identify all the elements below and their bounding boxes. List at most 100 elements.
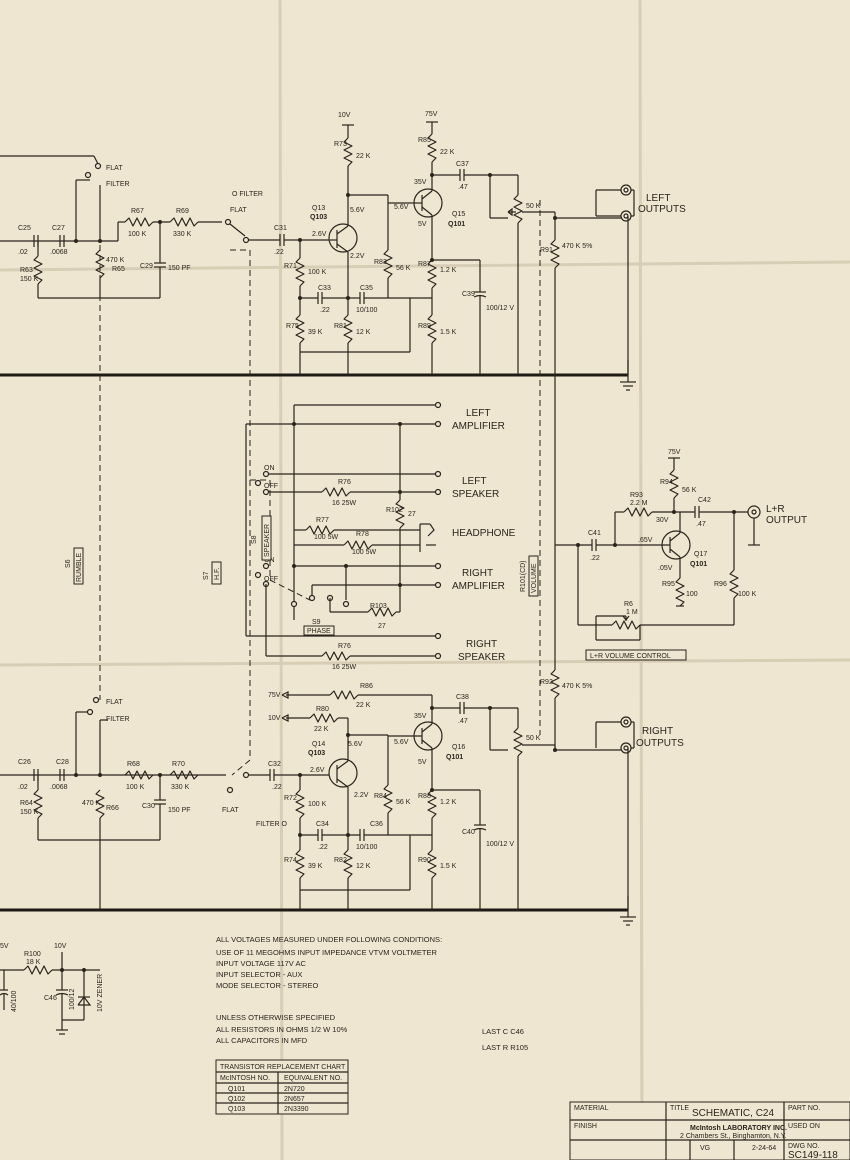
label-r76a: R76 <box>338 479 351 486</box>
label-c39: C39 <box>462 291 475 298</box>
label-r66: R66 <box>106 805 119 812</box>
label-bottom-22v: 2.2V <box>354 792 369 799</box>
label-r74-val: 39 K <box>308 863 323 870</box>
label-r65-val: 470 K <box>106 257 125 264</box>
label-r101: R101(CD) <box>520 560 527 592</box>
label-r76b: R76 <box>338 643 351 650</box>
tb-dwg-no-label: DWG NO. <box>788 1143 820 1150</box>
label-r81: R81 <box>334 323 347 330</box>
label-c41: C41 <box>588 530 601 537</box>
label-pot-top: 50 K <box>526 203 541 210</box>
label-s6: S6 <box>65 559 72 568</box>
label-c27: C27 <box>52 225 65 232</box>
label-c38: C38 <box>456 694 469 701</box>
label-r89: R89 <box>418 323 431 330</box>
label-r68: R68 <box>127 761 140 768</box>
label-bottom-26v: 2.6V <box>310 767 325 774</box>
tb-title-label: TITLE <box>670 1105 689 1112</box>
chart-row1-b: 2N720 <box>284 1086 305 1093</box>
label-r102-val: 27 <box>408 511 416 518</box>
label-bottom-56v-b: 5.6V <box>394 739 409 746</box>
label-r73: R73 <box>334 141 347 148</box>
label-lr-output-1: L+R <box>766 504 785 515</box>
spec-line-3: ALL CAPACITORS IN MFD <box>216 1036 308 1045</box>
label-r78: R78 <box>356 531 369 538</box>
label-c25: C25 <box>18 225 31 232</box>
chart-row3-b: 2N3390 <box>284 1106 309 1113</box>
label-s9: S9 <box>312 619 321 626</box>
note-last-c: LAST C C46 <box>482 1027 524 1036</box>
chart-row2-b: 2N657 <box>284 1096 305 1103</box>
label-bottom-75v: 75V <box>268 692 281 699</box>
label-30v: 30V <box>656 517 669 524</box>
label-q17: Q17 <box>694 551 707 558</box>
rumble-box <box>73 547 84 585</box>
tb-dwg-no: SC149-118 <box>788 1150 838 1160</box>
label-r80-val: 22 K <box>314 726 329 733</box>
label-bottom-35v: 35V <box>414 713 427 720</box>
label-r76a-val: 16 25W <box>332 500 357 507</box>
label-r84-val: 56 K <box>396 799 411 806</box>
label-c32: C32 <box>268 761 281 768</box>
tb-drawn: VG <box>700 1145 710 1152</box>
label-26v: 2.6V <box>312 231 327 238</box>
label-r78-val: 100 5W <box>352 549 377 556</box>
label-q103: Q103 <box>310 214 327 221</box>
label-r85-val: 22 K <box>440 149 455 156</box>
label-r93-val: 2.2 M <box>630 500 648 507</box>
label-left-speaker-2: SPEAKER <box>452 489 499 500</box>
label-c29-val: 150 PF <box>168 265 191 272</box>
label-r77-val: 100 5W <box>314 534 339 541</box>
label-005v: .05V <box>658 565 673 572</box>
label-r92: R92 <box>540 679 553 686</box>
label-r81-val: 12 K <box>356 329 371 336</box>
phase-box <box>303 625 335 636</box>
chart-col1: McINTOSH NO. <box>220 1075 270 1082</box>
label-r72: R72 <box>284 795 297 802</box>
label-c37-val: .47 <box>458 184 468 191</box>
label-r84: R84 <box>374 793 387 800</box>
label-filter: FILTER <box>106 181 130 188</box>
label-r69: R69 <box>176 208 189 215</box>
label-22v: 2.2V <box>350 253 365 260</box>
lr-amp-labels: 75V R94 56 K R93 2.2 M C42 .47 C41 .22 3… <box>540 449 807 690</box>
label-5v: 5V <box>418 221 427 228</box>
label-c34-val: .22 <box>318 844 328 851</box>
tb-part-no: PART NO. <box>788 1105 820 1112</box>
spec-line-2: ALL RESISTORS IN OHMS 1/2 W 10% <box>216 1025 348 1034</box>
notes-block: ALL VOLTAGES MEASURED UNDER FOLLOWING CO… <box>216 935 528 1052</box>
label-r90: R90 <box>418 857 431 864</box>
label-off-1: OFF <box>264 483 278 490</box>
label-bottom-5v: 5V <box>418 759 427 766</box>
label-c46-val: 100/12 <box>69 988 76 1010</box>
label-r64-val: 150 K <box>20 809 39 816</box>
chart-row1-a: Q101 <box>228 1086 245 1093</box>
label-speaker: SPEAKER <box>264 524 271 557</box>
label-c40-val: 100/12 V <box>486 841 514 848</box>
label-r86-val: 22 K <box>356 702 371 709</box>
tb-company: McIntosh LABORATORY INC. <box>690 1125 787 1132</box>
label-q17-type: Q101 <box>690 561 707 568</box>
label-flat: FLAT <box>106 165 123 172</box>
label-c36: C36 <box>370 821 383 828</box>
label-r68-val: 100 K <box>126 784 145 791</box>
label-r69-val: 330 K <box>173 231 192 238</box>
chart-title: TRANSISTOR REPLACEMENT CHART <box>220 1064 346 1071</box>
label-right-speaker-2: SPEAKER <box>458 652 505 663</box>
volume-box <box>528 555 539 597</box>
label-r66-val: 470 K <box>82 800 101 807</box>
label-pot-bottom: 50 K <box>526 735 541 742</box>
label-bottom-56v-a: 5.6V <box>348 741 363 748</box>
label-r88-val: 1.2 K <box>440 799 457 806</box>
top-channel-circuit <box>0 121 635 375</box>
label-volume: VOLUME <box>531 563 538 593</box>
chart-row2-a: Q102 <box>228 1096 245 1103</box>
label-c46: C46 <box>44 995 57 1002</box>
label-r95-val: 100 <box>686 591 698 598</box>
label-r67-val: 100 K <box>128 231 147 238</box>
note-last-r: LAST R R105 <box>482 1043 528 1052</box>
label-35v: 35V <box>414 179 427 186</box>
label-c30: C30 <box>142 803 155 810</box>
